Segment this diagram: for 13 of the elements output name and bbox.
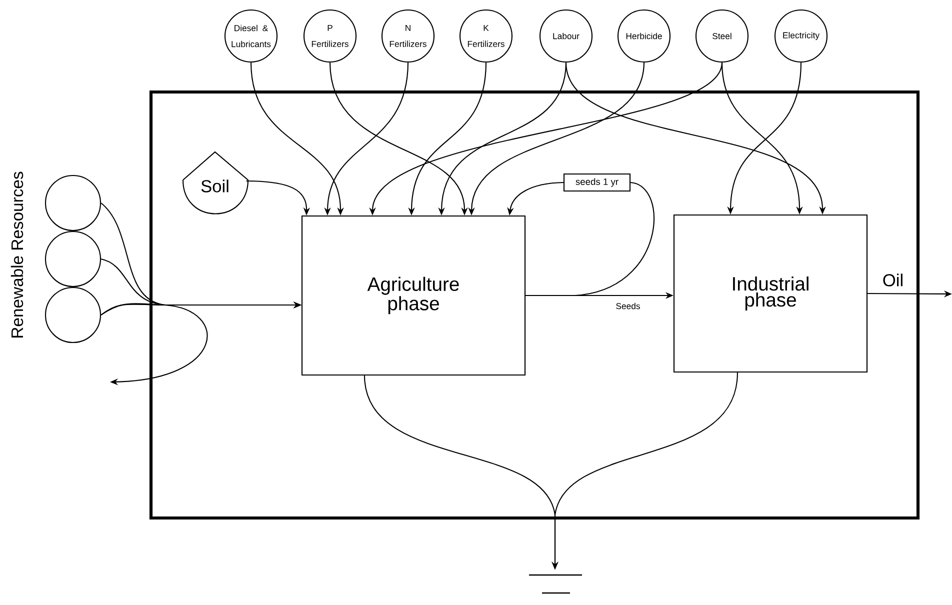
process-box: Industrial phase	[673, 214, 868, 373]
system-boundary	[149, 90, 920, 520]
edge-label: Oil	[881, 272, 905, 288]
storage-tank: Soil	[182, 151, 249, 214]
delay-box: seeds 1 yr	[563, 173, 631, 192]
axis-label: Renewable Resources	[10, 172, 24, 338]
source-circle	[44, 230, 102, 288]
flow-arrow	[100, 303, 208, 386]
heat-sink-symbol	[529, 574, 582, 594]
process-box: Agriculture phase	[301, 215, 526, 376]
source-circle	[44, 286, 102, 344]
source-circle	[44, 174, 102, 232]
edge-label: Seeds	[614, 301, 642, 310]
